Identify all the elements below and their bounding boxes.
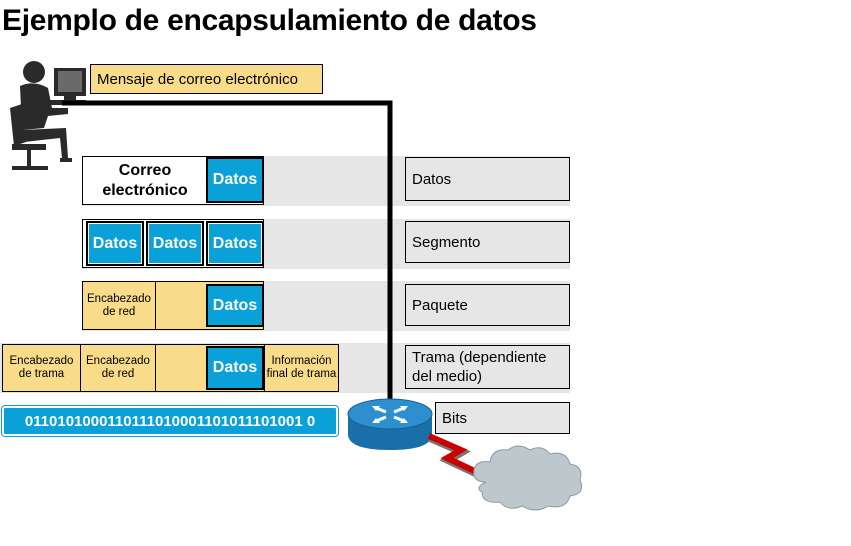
network-header-block: Encabezado de red	[82, 281, 156, 330]
segment-data-block-1: Datos	[86, 221, 144, 266]
network-cloud-icon	[473, 445, 583, 511]
frame-trailer-block: Información final de trama	[264, 344, 339, 392]
segment-data-block-3: Datos	[206, 221, 264, 266]
bitstream-bar: 0110101000110111010001101011101001 0	[1, 405, 339, 437]
page-title: Ejemplo de encapsulamiento de datos	[2, 4, 537, 37]
segment-data-block-2: Datos	[146, 221, 204, 266]
frame-header-block: Encabezado de trama	[2, 344, 81, 392]
data-block: Datos	[206, 284, 264, 327]
layer-label-segmento: Segmento	[405, 221, 570, 263]
layer-label-bits: Bits	[435, 402, 570, 434]
network-header-block: Encabezado de red	[80, 344, 156, 392]
data-block: Datos	[206, 346, 264, 390]
router-icon	[347, 398, 433, 450]
layer-label-paquete: Paquete	[405, 284, 570, 326]
layer-label-trama: Trama (dependiente del medio)	[405, 345, 570, 389]
serial-link-icon	[427, 433, 488, 482]
email-message-label: Mensaje de correo electrónico	[90, 64, 323, 94]
layer-label-datos: Datos	[405, 157, 570, 201]
email-app-label: Correo electrónico	[86, 160, 204, 202]
user-at-computer-icon	[10, 61, 86, 170]
data-block: Datos	[206, 157, 264, 203]
